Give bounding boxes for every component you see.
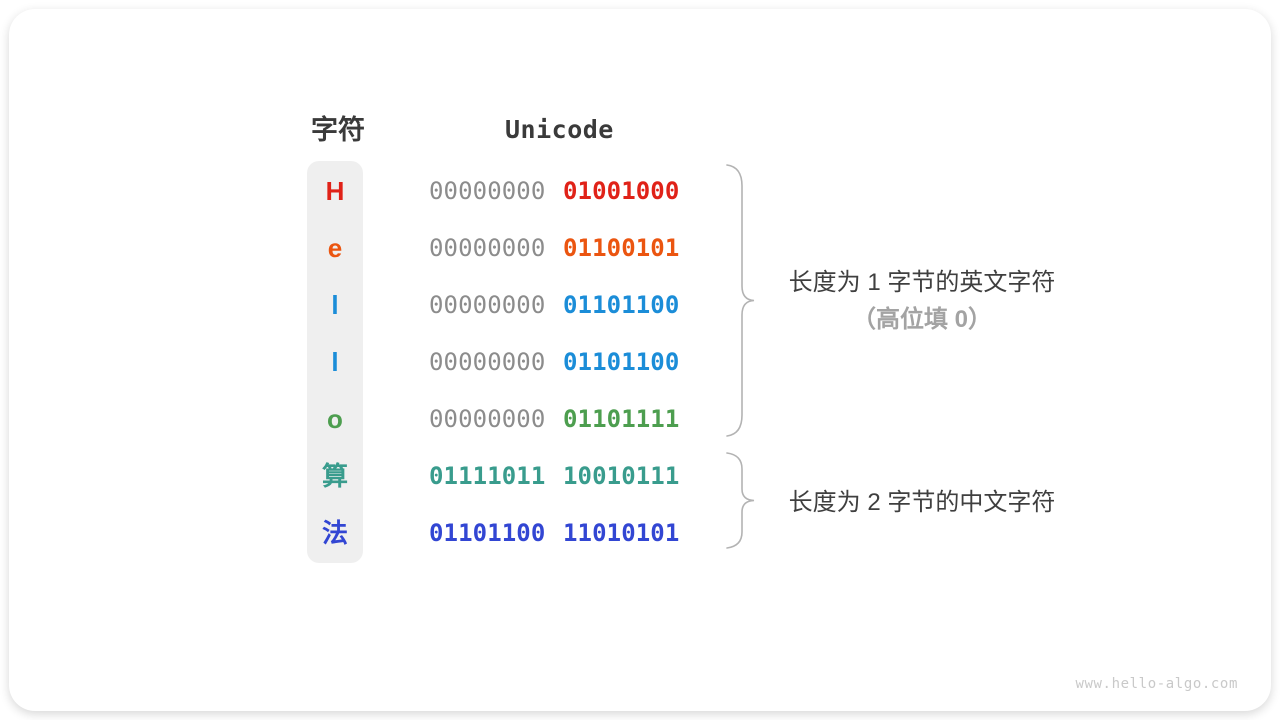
byte2: 01100101 [563, 234, 680, 262]
byte2: 01101100 [563, 348, 680, 376]
table-row: l 00000000 01101100 [0, 345, 1280, 379]
byte2: 01101100 [563, 291, 680, 319]
character-cell: e [327, 233, 343, 263]
annotation-chinese: 长度为 2 字节的中文字符 [757, 485, 1087, 521]
figure-card [9, 9, 1271, 711]
byte2: 01001000 [563, 177, 680, 205]
brace-english-group [726, 164, 755, 437]
byte1: 00000000 [429, 348, 546, 376]
brace-chinese-group [726, 452, 755, 549]
table-row: 法 01101100 11010101 [0, 516, 1280, 550]
character-cell: 法 [321, 518, 348, 548]
byte2: 01101111 [563, 405, 680, 433]
table-row: l 00000000 01101100 [0, 288, 1280, 322]
byte1: 00000000 [429, 177, 546, 205]
character-cell: 算 [321, 461, 348, 491]
character-cell: o [327, 404, 343, 434]
character-cell: l [331, 290, 339, 320]
character-cell: l [331, 347, 339, 377]
byte1: 00000000 [429, 234, 546, 262]
byte2: 10010111 [563, 462, 680, 490]
column-header-character: 字符 [311, 115, 365, 145]
byte1: 01101100 [429, 519, 546, 547]
annotation-english-line1: 长度为 1 字节的英文字符 [788, 269, 1056, 296]
annotation-chinese-line1: 长度为 2 字节的中文字符 [788, 489, 1056, 516]
character-cell: H [325, 176, 345, 206]
table-row: o 00000000 01101111 [0, 402, 1280, 436]
column-header-unicode: Unicode [505, 115, 614, 144]
annotation-english-line2: （高位填 0） [851, 306, 992, 333]
character-column-strip [307, 161, 363, 563]
byte1: 01111011 [429, 462, 546, 490]
annotation-english: 长度为 1 字节的英文字符 （高位填 0） [757, 265, 1087, 338]
table-row: H 00000000 01001000 [0, 174, 1280, 208]
byte1: 00000000 [429, 291, 546, 319]
byte1: 00000000 [429, 405, 546, 433]
table-row: e 00000000 01100101 [0, 231, 1280, 265]
table-row: 算 01111011 10010111 [0, 459, 1280, 493]
byte2: 11010101 [563, 519, 680, 547]
watermark-url: www.hello-algo.com [1075, 676, 1238, 692]
